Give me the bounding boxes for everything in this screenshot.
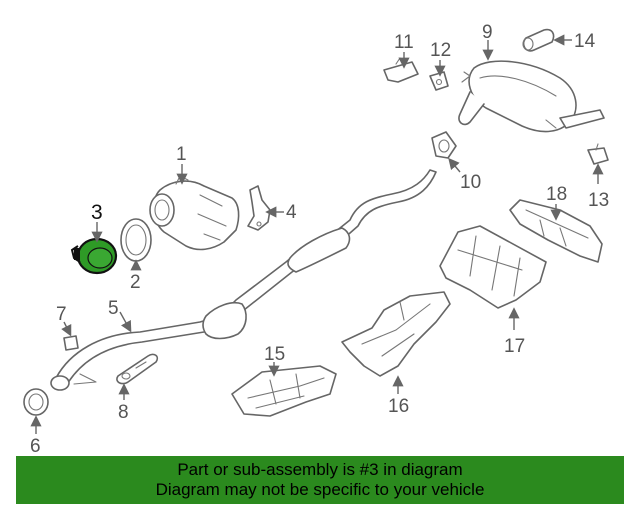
part-16-heat-shield[interactable] [341,291,451,377]
callout-13: 13 [588,190,609,211]
part-17-heat-shield[interactable] [439,225,547,309]
banner-line-1: Part or sub-assembly is #3 in diagram [177,460,463,479]
part-4-bracket[interactable] [247,185,271,231]
callout-10: 10 [460,172,481,193]
callout-15: 15 [264,344,285,365]
callout-9: 9 [482,22,493,43]
callout-14: 14 [574,31,596,52]
leader-5 [119,311,132,333]
callout-1: 1 [176,144,187,165]
part-5-exhaust-pipe[interactable] [50,169,437,391]
part-12-hanger[interactable] [429,71,449,91]
callout-16: 16 [388,396,409,417]
part-15-heat-shield[interactable] [231,365,337,417]
part-8-hanger[interactable] [116,353,159,385]
callout-3-highlighted: 3 [91,201,103,224]
part-13-clip[interactable] [587,143,609,165]
callout-labels: 1 2 3 4 5 6 7 8 9 10 11 12 13 14 15 16 1… [30,22,609,455]
callout-6: 6 [30,436,41,455]
part-6-clamp[interactable] [23,388,49,416]
part-3-clamp-highlighted[interactable] [70,237,118,275]
leader-lines [30,34,604,434]
callout-7: 7 [56,304,67,325]
part-7-mount[interactable] [63,335,79,351]
exhaust-system-diagram: 1 2 3 4 5 6 7 8 9 10 11 12 13 14 15 16 1… [23,22,609,455]
callout-18: 18 [546,184,567,205]
callout-12: 12 [430,40,451,61]
callout-2: 2 [130,272,141,293]
callout-4: 4 [286,202,297,223]
part-18-heat-shield[interactable] [509,199,603,263]
leader-7 [61,321,72,337]
callout-5: 5 [108,298,119,319]
part-10-insulator[interactable] [431,131,457,159]
callout-8: 8 [118,402,129,423]
part-2-gasket[interactable] [120,218,152,262]
part-11-bracket[interactable] [383,57,419,83]
part-1-catalytic-converter[interactable] [149,175,240,251]
part-14-tailpipe-tip[interactable] [522,28,555,52]
leader-10 [448,157,461,173]
callout-11: 11 [394,32,414,53]
part-9-muffler[interactable] [458,60,605,133]
info-banner: Part or sub-assembly is #3 in diagram Di… [16,456,624,504]
banner-line-2: Diagram may not be specific to your vehi… [155,480,485,499]
callout-17: 17 [504,336,525,357]
